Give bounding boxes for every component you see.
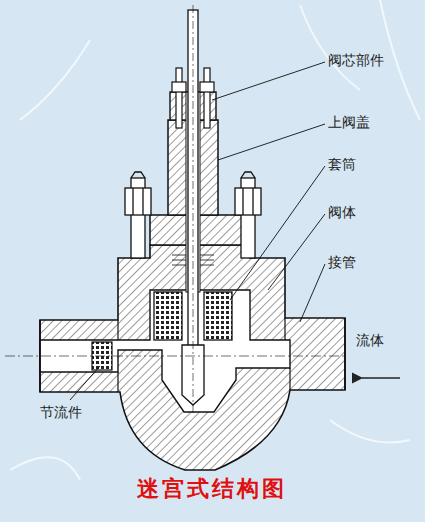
gland-bolts	[172, 68, 214, 128]
caption: 迷宫式结构图	[137, 474, 287, 504]
body-bolts	[125, 172, 261, 258]
part-label: 接管	[328, 254, 356, 271]
part-label: 上阀盖	[328, 114, 370, 131]
part-label: 阀芯部件	[328, 52, 384, 69]
part-label: 套筒	[328, 156, 356, 173]
part-label: 阀体	[328, 204, 356, 221]
body-cavity	[40, 290, 290, 412]
part-label: 流体	[356, 332, 384, 349]
part-label: 节流件	[40, 404, 82, 421]
flow-arrow	[362, 377, 400, 378]
cage-sleeve	[154, 292, 232, 340]
leader-lines	[70, 62, 325, 400]
background-streaks	[10, 0, 420, 480]
